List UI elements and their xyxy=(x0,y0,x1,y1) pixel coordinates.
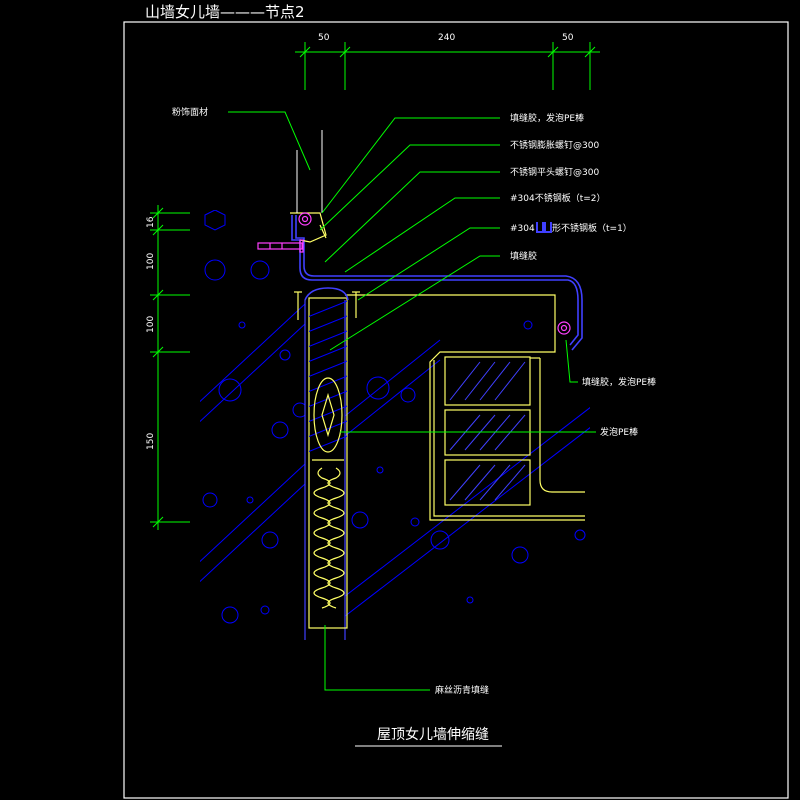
label-sheet-304: #304不锈钢板（t=2） xyxy=(510,192,606,204)
dim-left-4: 150 xyxy=(146,433,156,450)
label-expansion-bolt: 不锈钢膨胀螺钉@300 xyxy=(510,139,599,151)
frame-border xyxy=(123,21,789,799)
dim-left-1: 16 xyxy=(146,216,156,228)
angle-bracket xyxy=(290,212,327,243)
annotations: 粉饰面材 填缝胶，发泡PE棒 不锈钢膨胀螺钉@300 不锈钢平头螺钉@300 #… xyxy=(172,106,656,696)
label-facing: 粉饰面材 xyxy=(172,106,208,118)
dimension-lines xyxy=(150,42,600,530)
dim-top-1: 50 xyxy=(318,33,330,43)
dimension-texts: 50 240 50 16 100 100 150 xyxy=(146,33,574,450)
header-title: 山墙女儿墙———节点2 xyxy=(145,3,305,21)
flat-screws xyxy=(294,291,360,320)
dim-top-3: 50 xyxy=(562,33,574,43)
sealant-pe-right xyxy=(557,321,571,335)
joint-fill xyxy=(308,297,348,629)
facing-material xyxy=(296,130,323,213)
concrete-hatch-right xyxy=(345,320,590,621)
wall-outlines xyxy=(304,300,346,640)
expansion-bolt xyxy=(257,239,304,253)
block-hatch xyxy=(449,361,526,501)
label-asphalt-fill: 麻丝沥青填缝 xyxy=(435,684,489,696)
leader-lines xyxy=(228,111,596,691)
pe-rod xyxy=(312,377,344,461)
asphalt-fill-zigzag xyxy=(313,467,345,609)
u-shape-icon xyxy=(536,222,552,233)
label-u-sheet-304: #304 xyxy=(510,224,535,234)
label-sealant: 填缝胶 xyxy=(510,250,537,262)
sealant-pe-top xyxy=(298,212,312,226)
concrete-hatch-left xyxy=(200,210,305,624)
dim-left-3: 100 xyxy=(146,316,156,333)
label-pe-rod: 发泡PE棒 xyxy=(600,426,638,438)
label-sealant-pe-top: 填缝胶，发泡PE棒 xyxy=(510,112,584,124)
dim-left-2: 100 xyxy=(146,253,156,270)
label-sealant-pe-right: 填缝胶，发泡PE棒 xyxy=(582,376,656,388)
dim-top-2: 240 xyxy=(438,33,455,43)
label-flat-screw: 不锈钢平头螺钉@300 xyxy=(510,166,599,178)
metal-flashing xyxy=(291,215,583,351)
caption-title: 屋顶女儿墙伸缩缝 xyxy=(377,726,489,743)
label-u-sheet-304-rest: 形不锈钢板（t=1） xyxy=(552,222,632,234)
